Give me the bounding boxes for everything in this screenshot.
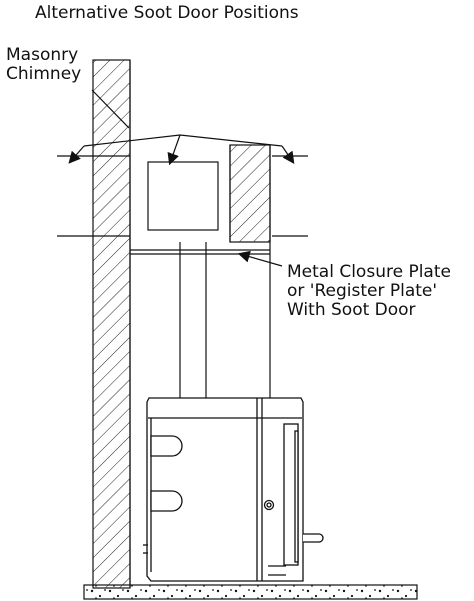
masonry-label-line-2: Chimney [6,64,82,85]
right-chimney-wall [229,144,271,243]
floor-hearth [83,584,418,600]
closure-label-line-1: Metal Closure Plate [287,262,451,282]
page-title: Alternative Soot Door Positions [35,3,299,23]
masonry-chimney-label: Masonry Chimney [6,45,82,85]
masonry-label-line-1: Masonry [6,45,79,65]
closure-plate-label: Metal Closure Plate or 'Register Plate' … [287,262,451,321]
stove-body [143,397,324,582]
closure-label-line-2: or 'Register Plate' [287,281,438,302]
closure-label-line-3: With Soot Door [287,300,416,321]
left-chimney-wall [92,59,131,589]
soot-door-opening [147,161,219,231]
arrow-indicators [68,89,295,267]
